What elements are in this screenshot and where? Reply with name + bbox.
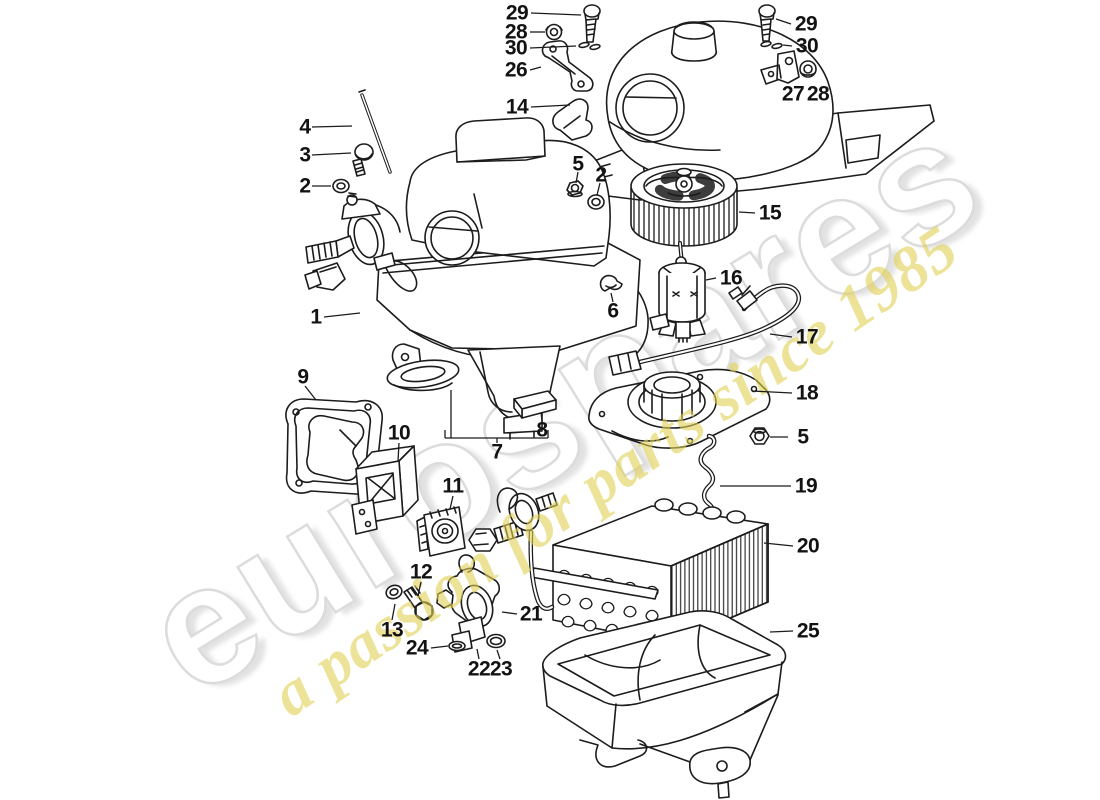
callout-9[interactable]: 9 xyxy=(297,365,309,389)
callout-18[interactable]: 18 xyxy=(795,381,819,405)
callout-7[interactable]: 7 xyxy=(491,440,503,464)
callout-2[interactable]: 2 xyxy=(595,163,607,187)
part-12-screw xyxy=(403,585,434,621)
part-29-bolt-left xyxy=(583,4,601,43)
callout-28[interactable]: 28 xyxy=(504,20,528,44)
callout-21[interactable]: 21 xyxy=(519,602,543,626)
part-9-gasket-plate xyxy=(285,398,383,495)
callout-13[interactable]: 13 xyxy=(380,618,404,642)
callout-24[interactable]: 24 xyxy=(405,636,429,660)
callout-28[interactable]: 28 xyxy=(806,82,830,106)
part-24-o-ring xyxy=(448,640,466,652)
callout-5[interactable]: 5 xyxy=(797,425,809,449)
callout-11[interactable]: 11 xyxy=(442,474,464,498)
part-17-wiring-harness xyxy=(608,283,801,376)
part-26-strap xyxy=(541,40,594,92)
callout-19[interactable]: 19 xyxy=(794,474,818,498)
callout-26[interactable]: 26 xyxy=(504,58,528,82)
part-28-nut-left xyxy=(545,23,563,41)
part-2-washer-middle xyxy=(587,194,605,210)
part-1-evaporator-housing xyxy=(304,117,649,440)
part-19-drain-pipe xyxy=(698,433,717,516)
part-7-seal-ring xyxy=(386,359,460,392)
part-18-motor-mount-plate xyxy=(588,368,771,449)
callout-16[interactable]: 16 xyxy=(719,266,743,290)
union-fittings xyxy=(468,487,558,552)
part-23-o-ring xyxy=(486,633,506,649)
part-27-bracket xyxy=(760,50,800,85)
callout-2[interactable]: 2 xyxy=(299,174,311,198)
callout-29[interactable]: 29 xyxy=(505,1,529,25)
callout-30[interactable]: 30 xyxy=(504,36,528,60)
part-16-blower-motor xyxy=(649,241,706,343)
callout-4[interactable]: 4 xyxy=(299,115,311,139)
callout-30[interactable]: 30 xyxy=(795,34,819,58)
part-30-pins-right xyxy=(760,40,783,50)
housing-hose-fittings xyxy=(304,192,418,292)
callout-22[interactable]: 22 xyxy=(467,657,491,681)
part-25-water-box xyxy=(541,610,787,799)
part-5-nut-right xyxy=(749,427,770,445)
callout-10[interactable]: 10 xyxy=(387,421,411,445)
part-15-blower-wheel xyxy=(630,163,738,247)
callout-17[interactable]: 17 xyxy=(795,325,819,349)
part-6-clip xyxy=(599,274,623,292)
part-30-pins-left xyxy=(578,41,601,51)
callout-3[interactable]: 3 xyxy=(299,143,311,167)
part-11-valve xyxy=(416,506,466,557)
callout-14[interactable]: 14 xyxy=(505,95,529,119)
callout-1[interactable]: 1 xyxy=(310,305,322,329)
callout-29[interactable]: 29 xyxy=(794,12,818,36)
callout-12[interactable]: 12 xyxy=(409,560,433,584)
part-4-rod xyxy=(358,89,392,174)
part-3-bolt xyxy=(352,143,374,177)
part-10-bracket xyxy=(351,445,419,535)
callout-6[interactable]: 6 xyxy=(607,299,619,323)
part-28-grommet-right xyxy=(799,60,817,78)
callout-23[interactable]: 23 xyxy=(489,657,513,681)
callout-15[interactable]: 15 xyxy=(758,201,782,225)
callout-25[interactable]: 25 xyxy=(796,619,820,643)
part-2-washer-left xyxy=(332,178,350,194)
part-8-foam-block xyxy=(513,390,557,419)
callout-5[interactable]: 5 xyxy=(572,152,584,176)
callout-27[interactable]: 27 xyxy=(781,82,805,106)
part-13-washer xyxy=(385,584,403,600)
callout-8[interactable]: 8 xyxy=(536,418,548,442)
callout-20[interactable]: 20 xyxy=(796,534,820,558)
